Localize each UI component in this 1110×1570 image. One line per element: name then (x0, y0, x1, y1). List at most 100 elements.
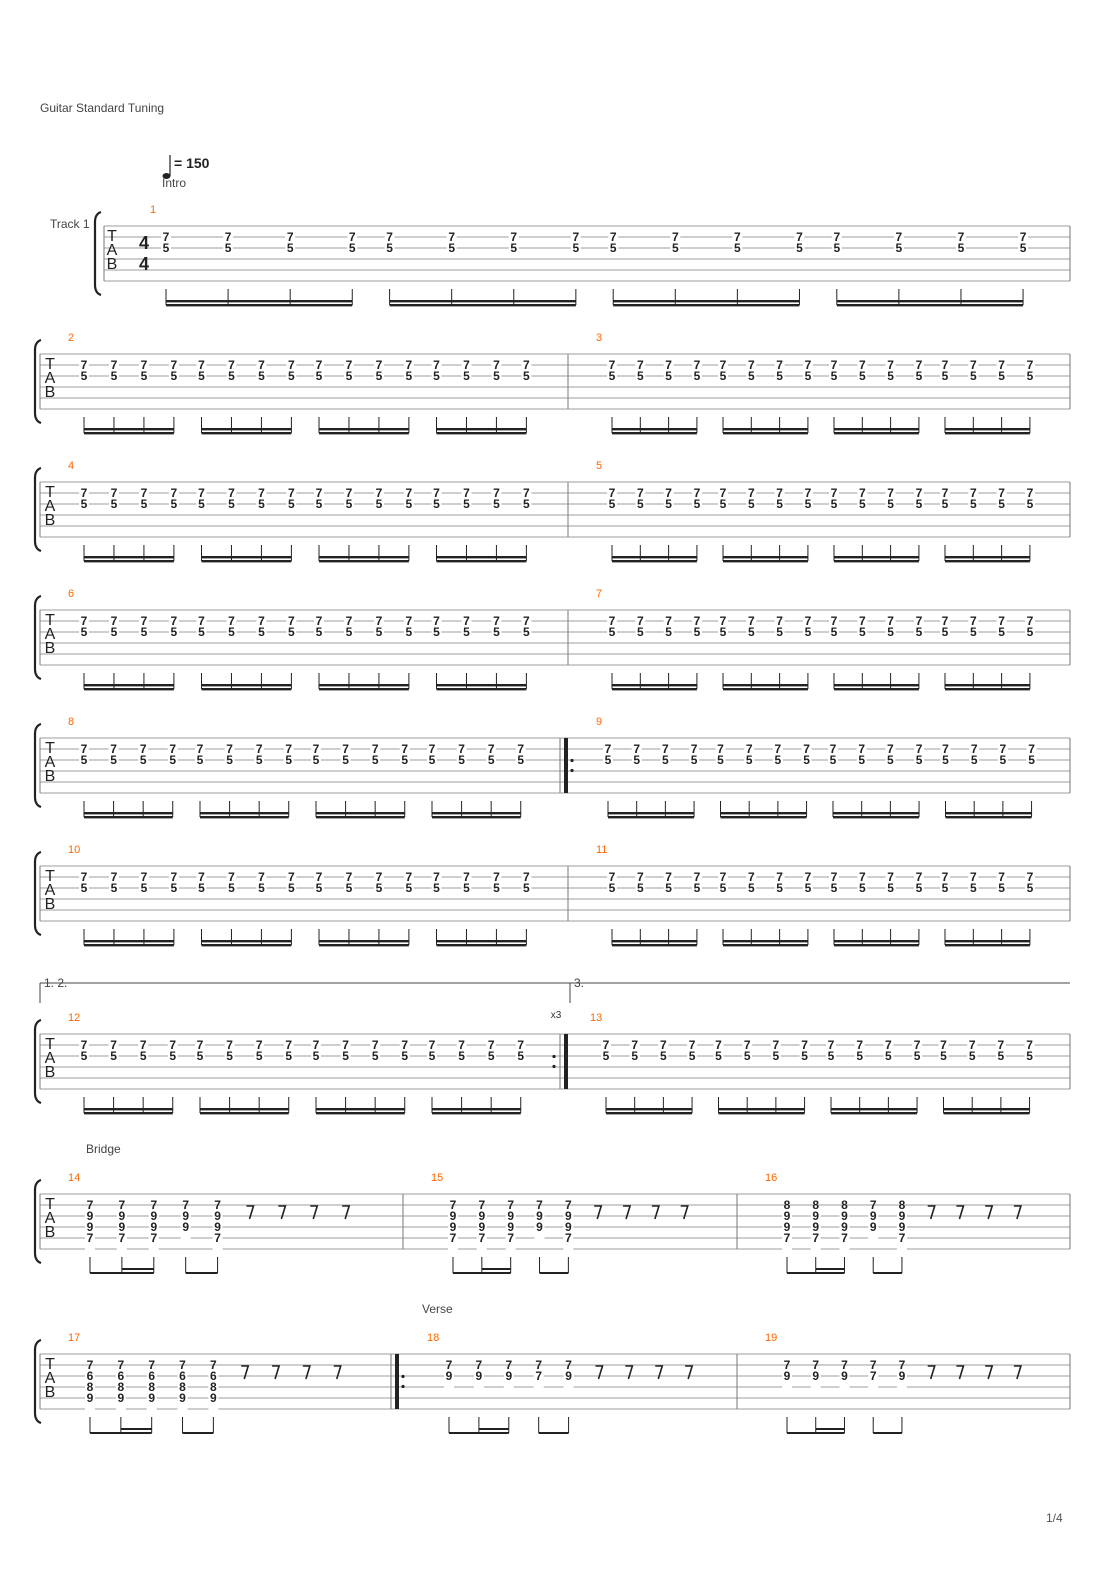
fret-number: 7 (805, 614, 812, 628)
tab-clef-letter: B (45, 640, 56, 657)
fret-number: 7 (609, 486, 616, 500)
fret-number: 7 (748, 870, 755, 884)
fret-number: 5 (887, 497, 894, 511)
fret-number: 5 (942, 497, 949, 511)
fret-number: 7 (171, 870, 178, 884)
fret-number: 7 (316, 614, 323, 628)
fret-number: 9 (505, 1369, 512, 1383)
fret-number: 7 (942, 614, 949, 628)
fret-number: 9 (182, 1220, 189, 1234)
system-brace (33, 1018, 42, 1105)
fret-number: 5 (1027, 497, 1034, 511)
beam (723, 940, 808, 943)
fret-number: 7 (316, 358, 323, 372)
fret-number: 7 (776, 870, 783, 884)
tab-clef-letter: A (45, 1210, 56, 1227)
fret-number: 5 (717, 753, 724, 767)
beam (201, 428, 292, 431)
fret-number: 7 (110, 1038, 117, 1052)
tab-clef-letter: T (45, 484, 55, 501)
beam (436, 556, 527, 559)
beam (478, 1428, 509, 1430)
fret-number: 7 (488, 742, 495, 756)
fret-number: 5 (406, 369, 413, 383)
tab-clef-letter: T (45, 1196, 55, 1213)
fret-number: 7 (214, 1198, 221, 1212)
fret-number: 5 (493, 625, 500, 639)
fret-number: 5 (805, 881, 812, 895)
fret-number: 7 (182, 1198, 189, 1212)
fret-number: 7 (942, 870, 949, 884)
fret-number: 5 (169, 1049, 176, 1063)
fret-number: 5 (1020, 241, 1027, 255)
fret-number: 5 (665, 625, 672, 639)
measure-number: 12 (68, 1012, 80, 1024)
fret-number: 7 (609, 870, 616, 884)
fret-number: 5 (672, 241, 679, 255)
fret-number: 7 (831, 358, 838, 372)
measure-number: 7 (596, 588, 602, 600)
fret-number: 7 (287, 230, 294, 244)
beam (718, 1108, 805, 1111)
tab-clef-letter: B (45, 1064, 56, 1081)
fret-number: 5 (803, 753, 810, 767)
beam (833, 816, 920, 819)
fret-number: 7 (256, 742, 263, 756)
fret-number: 5 (887, 625, 894, 639)
beam (612, 428, 697, 431)
beam (432, 812, 521, 815)
fret-number: 7 (141, 614, 148, 628)
fret-number: 5 (523, 625, 530, 639)
tab-system: TAB6757575757575757575757575757575757757… (33, 588, 1071, 691)
fret-number: 7 (720, 614, 727, 628)
fret-number: 5 (376, 497, 383, 511)
fret-number: 5 (433, 881, 440, 895)
fret-number: 7 (748, 358, 755, 372)
fret-number: 5 (258, 497, 265, 511)
fret-number: 9 (870, 1220, 877, 1234)
fret-number: 8 (841, 1198, 848, 1212)
fret-number: 5 (694, 625, 701, 639)
fret-number: 5 (141, 497, 148, 511)
fret-number: 5 (140, 1049, 147, 1063)
fret-number: 5 (801, 1049, 808, 1063)
fret-number: 5 (111, 625, 118, 639)
fret-number: 9 (214, 1209, 221, 1223)
fret-number: 7 (914, 1038, 921, 1052)
fret-number: 5 (1000, 753, 1007, 767)
fret-number: 7 (313, 742, 320, 756)
eighth-rest (651, 1205, 660, 1220)
fret-number: 5 (885, 1049, 892, 1063)
fret-number: 5 (81, 497, 88, 511)
eighth-rest (333, 1365, 342, 1380)
fret-number: 5 (372, 1049, 379, 1063)
fret-number: 5 (896, 241, 903, 255)
fret-number: 7 (637, 614, 644, 628)
system-brace (33, 338, 42, 425)
fret-number: 9 (507, 1209, 514, 1223)
fret-number: 7 (998, 358, 1005, 372)
fret-number: 7 (228, 870, 235, 884)
fret-number: 5 (523, 369, 530, 383)
fret-number: 7 (119, 1198, 126, 1212)
beam (201, 432, 292, 435)
fret-number: 7 (141, 486, 148, 500)
fret-number: 5 (609, 625, 616, 639)
fret-number: 7 (631, 1038, 638, 1052)
fret-number: 9 (87, 1220, 94, 1234)
beam (945, 556, 1030, 559)
fret-number: 7 (916, 358, 923, 372)
fret-number: 5 (433, 497, 440, 511)
fret-number: 7 (141, 870, 148, 884)
track-name: Track 1 (50, 217, 90, 231)
fret-number: 5 (631, 1049, 638, 1063)
fret-number: 7 (899, 1231, 906, 1245)
fret-number: 5 (916, 881, 923, 895)
beam (84, 432, 174, 435)
fret-number: 9 (476, 1369, 483, 1383)
fret-number: 5 (942, 881, 949, 895)
fret-number: 7 (488, 1038, 495, 1052)
fret-number: 7 (288, 614, 295, 628)
fret-number: 5 (288, 625, 295, 639)
